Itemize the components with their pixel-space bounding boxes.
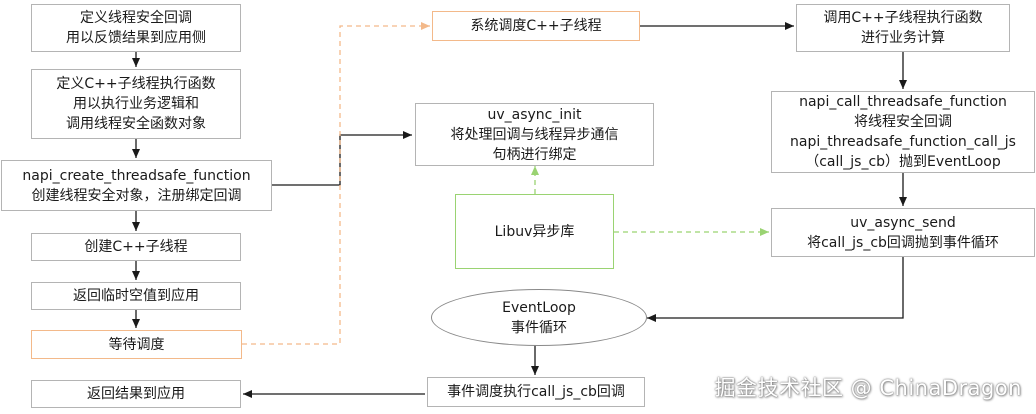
- node-line: napi_call_threadsafe_function: [799, 94, 1007, 110]
- node-line: napi_create_threadsafe_function: [22, 167, 251, 184]
- node-return-result: 返回结果到应用: [31, 380, 241, 408]
- node-call-thread-func: 调用C++子线程执行函数 进行业务计算: [796, 4, 1010, 52]
- node-event-schedule: 事件调度执行call_js_cb回调: [427, 377, 645, 407]
- node-line: EventLoop: [502, 299, 576, 316]
- node-line: （call_js_cb）抛到EventLoop: [805, 154, 1001, 170]
- node-create-threadsafe: napi_create_threadsafe_function 创建线程安全对象…: [1, 160, 272, 211]
- node-define-callback: 定义线程安全回调 用以反馈结果到应用侧: [31, 4, 241, 52]
- node-wait-schedule: 等待调度: [31, 330, 242, 359]
- node-line: 事件调度执行call_js_cb回调: [447, 384, 625, 400]
- node-system-schedule: 系统调度C++子线程: [432, 11, 640, 41]
- node-uv-async-init: uv_async_init 将处理回调与线程异步通信 句柄进行绑定: [415, 103, 654, 166]
- node-line: 系统调度C++子线程: [470, 18, 602, 34]
- arrow-wait-to-system: [242, 22, 430, 345]
- node-line: 定义线程安全回调: [80, 10, 192, 26]
- node-line: uv_async_init: [487, 106, 582, 123]
- node-line: 句柄进行绑定: [492, 146, 577, 163]
- node-line: 将线程安全回调: [854, 114, 952, 130]
- arrow-send-to-eventloop: [647, 257, 904, 322]
- node-line: 将call_js_cb回调抛到事件循环: [807, 234, 999, 251]
- node-line: 返回结果到应用: [87, 386, 185, 402]
- node-return-temp: 返回临时空值到应用: [31, 282, 241, 310]
- node-line: 返回临时空值到应用: [73, 288, 199, 304]
- node-line: napi_threadsafe_function_call_js: [790, 134, 1016, 150]
- node-napi-call: napi_call_threadsafe_function 将线程安全回调 na…: [771, 91, 1035, 173]
- node-line: Libuv异步库: [494, 223, 575, 240]
- node-event-loop: EventLoop 事件循环: [431, 289, 647, 346]
- node-line: 创建线程安全对象，注册绑定回调: [31, 187, 242, 204]
- node-line: 等待调度: [108, 336, 165, 353]
- node-line: 事件循环: [511, 319, 567, 336]
- node-line: 定义C++子线程执行函数: [56, 76, 216, 92]
- node-uv-async-send: uv_async_send 将call_js_cb回调抛到事件循环: [771, 208, 1035, 257]
- node-libuv: Libuv异步库: [455, 194, 614, 269]
- node-line: uv_async_send: [850, 214, 956, 231]
- node-line: 创建C++子线程: [84, 239, 188, 255]
- node-line: 用以反馈结果到应用侧: [66, 30, 206, 46]
- node-line: 调用C++子线程执行函数: [823, 10, 983, 26]
- arrow-create-to-uvinit: [272, 131, 412, 186]
- node-line: 将处理回调与线程异步通信: [450, 126, 619, 143]
- node-line: 进行业务计算: [861, 30, 945, 46]
- node-line: 用以执行业务逻辑和: [73, 96, 199, 112]
- node-create-thread: 创建C++子线程: [31, 233, 241, 261]
- node-line: 调用线程安全函数对象: [66, 116, 206, 132]
- node-define-thread-func: 定义C++子线程执行函数 用以执行业务逻辑和 调用线程安全函数对象: [31, 69, 241, 139]
- watermark: 掘金技术社区 @ ChinaDragon: [714, 376, 1022, 400]
